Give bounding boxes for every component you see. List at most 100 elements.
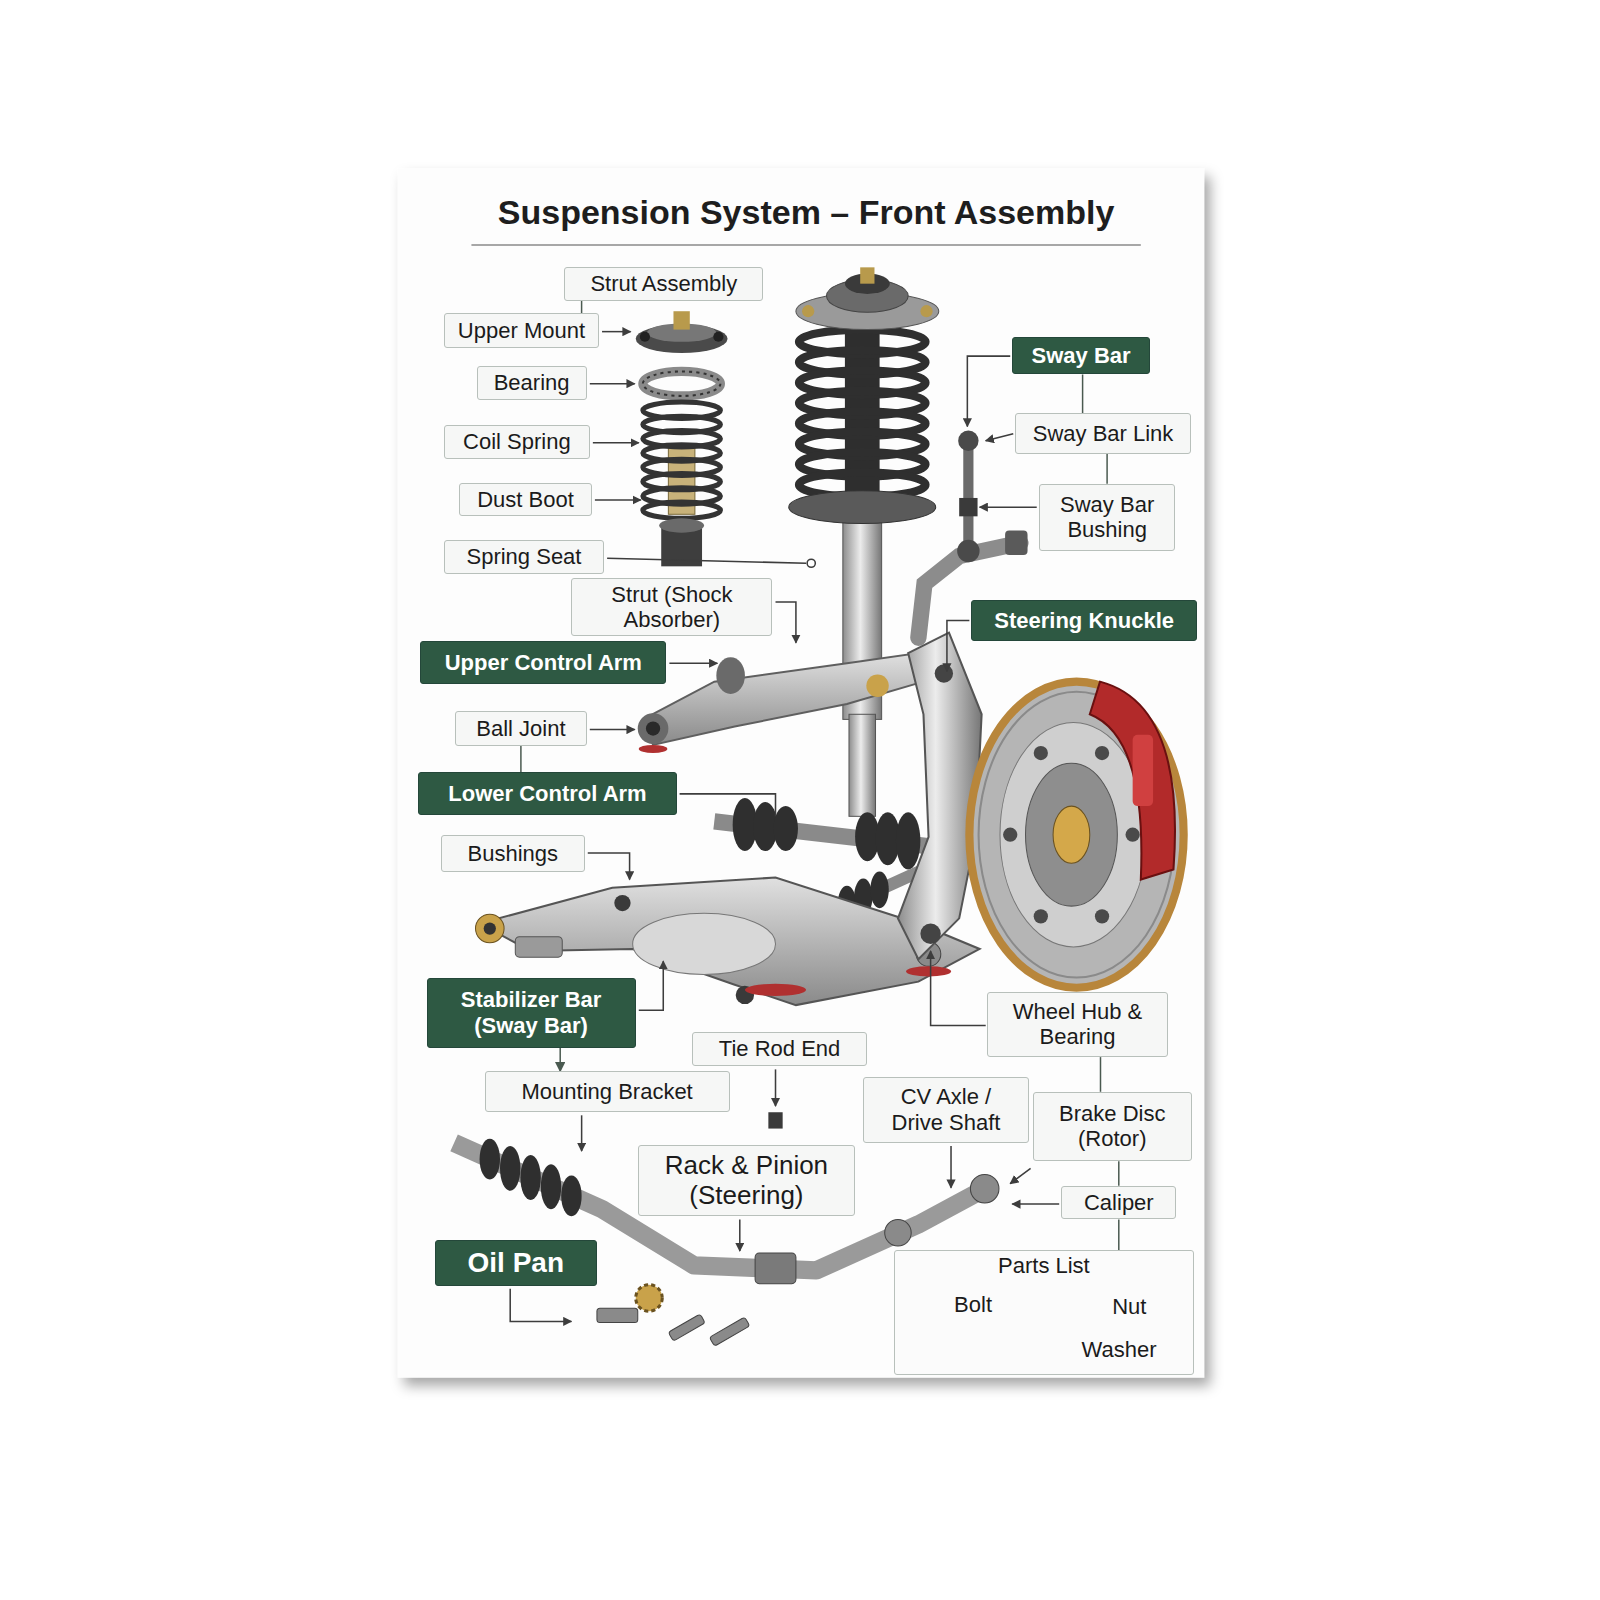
- sway-bar-link: [959, 498, 977, 516]
- leader-lines: [980, 506, 1037, 508]
- brake-disc: [1034, 909, 1048, 923]
- part-name: Strut Assembly: [590, 271, 737, 296]
- brake-caliper: [1090, 682, 1175, 880]
- lower-control-arm: [476, 914, 505, 943]
- part-label-box: Brake Disc (Rotor): [1033, 1092, 1192, 1161]
- steering-knuckle: [935, 664, 953, 682]
- part-label-box: Strut (Shock Absorber): [571, 578, 772, 637]
- part-name: Brake Disc (Rotor): [1042, 1101, 1183, 1152]
- brake-disc: [1000, 722, 1147, 946]
- sway-bar-link: [957, 540, 979, 562]
- part-label-box: Bushings: [441, 835, 585, 873]
- exploded-strut: [636, 311, 728, 566]
- connector-line: [1082, 375, 1084, 414]
- part-name: Lower Control Arm: [448, 781, 646, 806]
- rack-and-pinion: [885, 1219, 912, 1246]
- steering-knuckle: [920, 923, 940, 943]
- brake-disc: [1095, 909, 1109, 923]
- leader-lines: [680, 794, 776, 816]
- exploded-strut: [643, 502, 721, 518]
- parts-list-heading: Parts List: [998, 1253, 1090, 1278]
- main-strut: [789, 267, 939, 816]
- part-name: Wheel Hub & Bearing: [996, 999, 1160, 1050]
- exploded-strut: [643, 371, 721, 395]
- leader-lines: [986, 434, 1014, 441]
- part-name: CV Axle / Drive Shaft: [872, 1084, 1019, 1135]
- main-strut: [849, 714, 876, 816]
- leader-lines: [581, 1115, 583, 1151]
- leader-lines: [588, 853, 630, 880]
- lower-control-arm: [484, 922, 496, 934]
- upper-control-arm: [638, 713, 669, 744]
- poster-board: [398, 168, 1204, 1377]
- main-strut: [802, 305, 814, 317]
- brake-disc: [969, 682, 1183, 988]
- part-name: Sway Bar: [1032, 343, 1131, 368]
- part-label-box: CV Axle / Drive Shaft: [863, 1077, 1028, 1143]
- part-name: Bolt: [954, 1292, 992, 1317]
- connector-line: [1100, 1057, 1102, 1092]
- part-name: Dust Boot: [477, 487, 574, 512]
- connector-line: [1106, 454, 1108, 484]
- brake-disc: [1053, 806, 1090, 863]
- cv-axle: [870, 871, 888, 908]
- brake-disc: [1026, 763, 1118, 906]
- leader-lines: [607, 558, 806, 563]
- upper-control-arm: [638, 653, 924, 753]
- leader-lines: [510, 1289, 571, 1322]
- leader-lines: [739, 1219, 741, 1251]
- part-name: Washer: [1082, 1337, 1157, 1362]
- leader-lines: [590, 729, 635, 731]
- exploded-strut: [673, 311, 689, 329]
- loose-hardware: [668, 1314, 705, 1341]
- part-name: Ball Joint: [476, 716, 565, 741]
- exploded-strut: [713, 332, 723, 342]
- leader-lines: [947, 620, 969, 671]
- cv-axle: [896, 812, 920, 869]
- part-name: Upper Mount: [458, 318, 585, 343]
- rack-and-pinion: [541, 1164, 561, 1209]
- exploded-strut: [659, 518, 704, 532]
- loose-hardware: [597, 1285, 750, 1347]
- part-label-box: Bearing: [477, 366, 587, 400]
- poster-board: [398, 168, 1204, 1377]
- brake-caliper: [1133, 735, 1153, 806]
- part-name: Coil Spring: [463, 429, 571, 454]
- brake-disc: [969, 682, 1183, 988]
- leader-lines: [595, 499, 641, 501]
- upper-control-arm: [866, 674, 888, 696]
- connector-line: [520, 746, 522, 773]
- part-name: Bushings: [467, 841, 558, 866]
- part-label-box: Mounting Bracket: [485, 1071, 730, 1112]
- part-name: Steering Knuckle: [994, 608, 1174, 633]
- rack-and-pinion: [520, 1155, 540, 1200]
- part-name: Bearing: [494, 370, 570, 395]
- highlight-label-box: Oil Pan: [435, 1240, 597, 1286]
- brake-disc: [1126, 828, 1140, 842]
- rack-and-pinion: [768, 1112, 782, 1128]
- leader-lines: [639, 961, 663, 1010]
- part-name: Tie Rod End: [719, 1036, 840, 1061]
- part-label-box: Wheel Hub & Bearing: [987, 992, 1169, 1057]
- loose-hardware: [709, 1317, 749, 1346]
- leader-lines: [1012, 1203, 1059, 1205]
- highlight-label-box: Lower Control Arm: [418, 772, 676, 815]
- part-label-box: Tie Rod End: [692, 1032, 868, 1067]
- upper-control-arm: [646, 721, 660, 735]
- leader-lines: [1010, 1168, 1030, 1183]
- diagram-title: Suspension System – Front Assembly: [471, 192, 1140, 233]
- part-label-box: Coil Spring: [444, 425, 590, 460]
- rack-and-pinion: [480, 1139, 500, 1180]
- part-label-box: Rack & Pinion (Steering): [638, 1145, 855, 1216]
- rack-and-pinion: [561, 1176, 581, 1217]
- exploded-strut: [640, 332, 650, 342]
- part-name: Oil Pan: [468, 1247, 564, 1279]
- leader-lines: [967, 356, 1010, 426]
- lower-control-arm: [633, 913, 776, 974]
- exploded-strut: [643, 371, 721, 395]
- leader-lines: [775, 1069, 777, 1106]
- leader-lines: [950, 1146, 952, 1188]
- brake-disc: [1003, 828, 1017, 842]
